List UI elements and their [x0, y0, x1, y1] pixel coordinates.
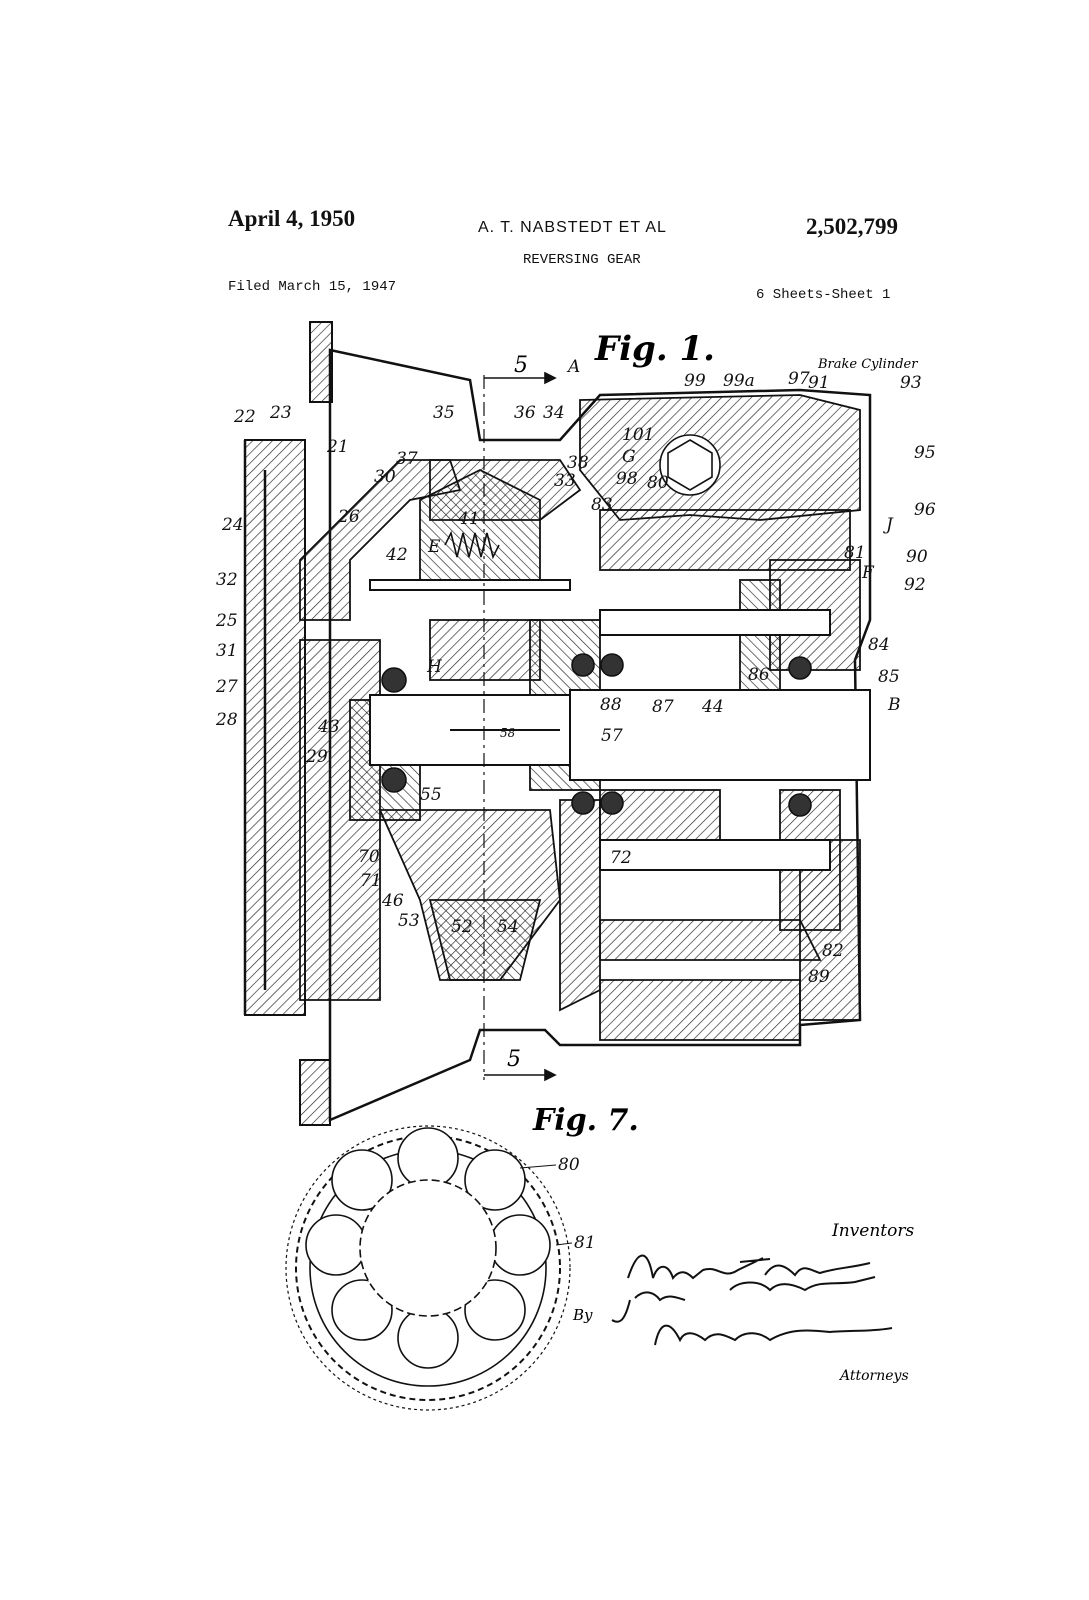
ref-E: E — [427, 537, 441, 557]
ref-93: 93 — [900, 373, 922, 393]
ref-30: 30 — [374, 467, 396, 487]
fig7-reference-numerals: 80 81 — [558, 1155, 596, 1253]
ref-72: 72 — [610, 848, 632, 868]
ref-84: 84 — [868, 635, 890, 655]
ref-83: 83 — [591, 495, 613, 515]
shafts — [369, 579, 871, 871]
ref-80: 80 — [647, 473, 669, 493]
ref-F: F — [861, 563, 875, 583]
ref-101: 101 — [622, 425, 654, 445]
ref-87: 87 — [652, 697, 674, 717]
ref-41: 41 — [457, 509, 480, 529]
ref-B: B — [887, 695, 901, 715]
ref-71: 71 — [360, 871, 382, 891]
ref-35: 35 — [433, 403, 455, 423]
housing-left-flange — [244, 321, 333, 1126]
ref-fig7-81: 81 — [574, 1233, 596, 1253]
ref-34: 34 — [543, 403, 565, 423]
ref-42: 42 — [385, 545, 408, 565]
ref-54: 54 — [497, 917, 519, 937]
ref-21: 21 — [326, 437, 349, 457]
section-mark-top: 5 — [514, 353, 528, 378]
ref-29: 29 — [305, 747, 328, 767]
fig7-leader-81 — [555, 1242, 573, 1246]
fig7-leader-80 — [519, 1164, 557, 1169]
ref-44: 44 — [701, 697, 724, 717]
ref-88: 88 — [600, 695, 622, 715]
ref-A: A — [566, 357, 580, 377]
fig1-reference-numerals: 22 23 21 24 26 32 25 31 27 28 29 30 37 3… — [215, 357, 936, 987]
ref-28: 28 — [215, 710, 238, 730]
ref-52: 52 — [451, 917, 473, 937]
ref-26: 26 — [337, 507, 360, 527]
ref-38: 38 — [567, 453, 589, 473]
clutch-spring — [444, 530, 500, 560]
ref-86: 86 — [748, 665, 770, 685]
ref-27: 27 — [215, 677, 238, 697]
ref-fig7-80: 80 — [558, 1155, 580, 1175]
ref-97: 97 — [788, 369, 810, 389]
fig7-label: Fig. 7. — [532, 1103, 639, 1138]
ref-37: 37 — [396, 449, 418, 469]
patent-number: 2,502,799 — [806, 214, 898, 239]
ref-53: 53 — [398, 911, 420, 931]
attorneys-caption: Attorneys — [838, 1368, 909, 1384]
ref-23: 23 — [269, 403, 292, 423]
ref-96: 96 — [914, 500, 936, 520]
inventor-signatures — [611, 1254, 893, 1346]
ref-58: 58 — [500, 726, 516, 740]
ref-99a: 99a — [723, 371, 755, 391]
ref-43: 43 — [317, 717, 340, 737]
ref-95: 95 — [914, 443, 936, 463]
fig1-label: Fig. 1. — [594, 329, 715, 369]
ref-89: 89 — [808, 967, 830, 987]
ref-32: 32 — [216, 570, 238, 590]
ref-31: 31 — [216, 641, 238, 661]
ref-98: 98 — [616, 469, 638, 489]
ref-33: 33 — [554, 471, 576, 491]
ref-91: 91 — [808, 373, 830, 393]
inventor-names: A. T. NABSTEDT ET AL — [478, 219, 667, 236]
ref-81: 81 — [844, 543, 866, 563]
ref-70: 70 — [358, 847, 380, 867]
ref-57: 57 — [601, 726, 623, 746]
fig7-planet-gears — [305, 1127, 551, 1369]
inventors-caption: Inventors — [831, 1221, 914, 1241]
ref-99: 99 — [684, 371, 706, 391]
ref-46: 46 — [381, 891, 404, 911]
bearings — [381, 434, 812, 817]
sheet-count: 6 Sheets-Sheet 1 — [756, 287, 891, 303]
ref-24: 24 — [221, 515, 244, 535]
ref-55: 55 — [420, 785, 442, 805]
filed-date: Filed March 15, 1947 — [228, 279, 397, 295]
section-mark-bottom: 5 — [507, 1047, 521, 1072]
ref-J: J — [883, 515, 894, 535]
ref-G: G — [622, 447, 636, 467]
ref-25: 25 — [215, 611, 238, 631]
brake-cylinder-label: Brake Cylinder — [817, 357, 918, 372]
patent-title: REVERSING GEAR — [523, 252, 641, 268]
ref-82: 82 — [822, 941, 844, 961]
section-arrows — [484, 371, 557, 1082]
ref-36: 36 — [514, 403, 536, 423]
by-caption: By — [572, 1306, 593, 1324]
ref-85: 85 — [878, 667, 900, 687]
ref-22: 22 — [233, 407, 256, 427]
ref-H: H — [426, 657, 443, 677]
ref-92: 92 — [904, 575, 926, 595]
ref-90: 90 — [906, 547, 928, 567]
patent-date: April 4, 1950 — [228, 206, 356, 231]
